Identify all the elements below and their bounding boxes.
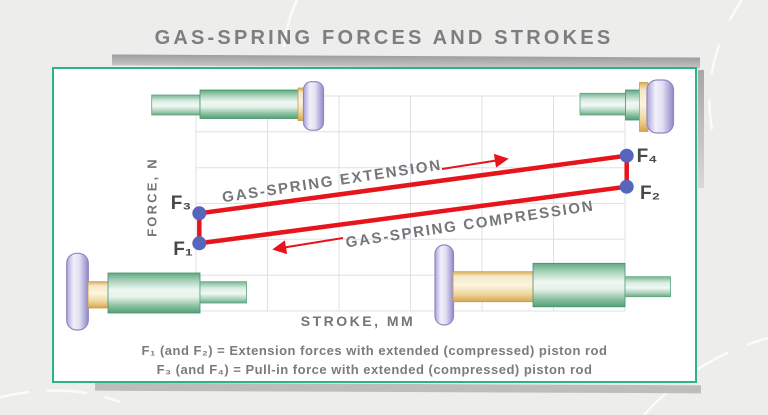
panel-shadow-right: [698, 70, 704, 188]
gas-spring-chart: GAS-SPRING EXTENSION GAS-SPRING COMPRESS…: [66, 79, 675, 331]
compression-direction-arrow-icon: [272, 237, 344, 255]
diagram-panel: GAS-SPRING EXTENSION GAS-SPRING COMPRESS…: [52, 67, 697, 383]
extension-series-label: GAS-SPRING EXTENSION: [221, 157, 443, 207]
point-f3-dot: [192, 206, 207, 221]
spring-extended-top-left-icon: [151, 81, 325, 131]
page-title: GAS-SPRING FORCES AND STROKES: [154, 27, 614, 49]
point-label-f3: F₃: [171, 193, 191, 214]
caption-line-2: F₃ (and F₄) = Pull-in force with extende…: [156, 362, 593, 377]
x-axis-label: STROKE, MM: [301, 313, 415, 329]
spring-extended-bottom-right-icon: [434, 244, 671, 326]
compression-line: [197, 184, 629, 246]
data-point-dots: [192, 148, 634, 251]
point-f2-dot: [619, 179, 634, 194]
y-axis-label: FORCE, N: [145, 157, 160, 237]
point-f4-dot: [619, 148, 634, 163]
spring-compressed-top-right-icon: [579, 79, 675, 134]
spring-retracted-bottom-left-icon: [66, 252, 247, 331]
caption-line-1: F₁ (and F₂) = Extension forces with exte…: [141, 343, 608, 358]
extension-direction-arrow-icon: [441, 153, 509, 170]
point-f1-dot: [192, 236, 207, 251]
extension-line: [197, 153, 629, 216]
point-label-f2: F₂: [640, 183, 660, 204]
point-label-f1: F₁: [173, 239, 193, 260]
point-label-f4: F₄: [637, 146, 658, 167]
caption: F₁ (and F₂) = Extension forces with exte…: [54, 341, 695, 379]
